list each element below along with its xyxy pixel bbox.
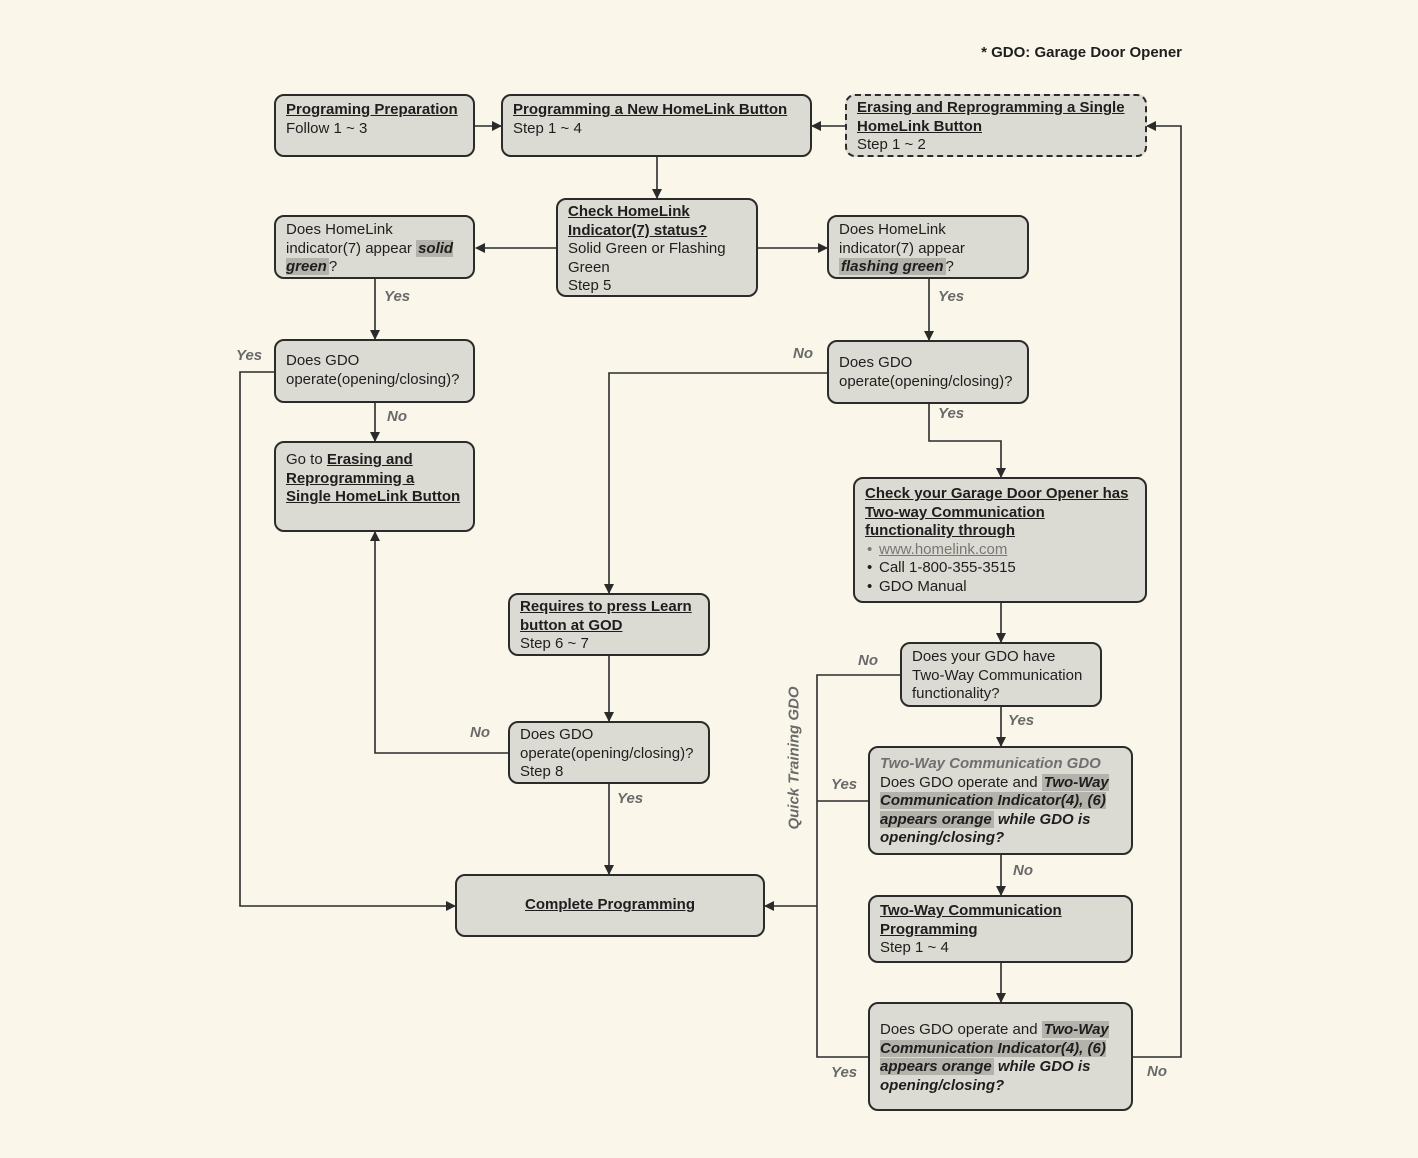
phone-number-item: Call 1-800-355-3515 [867,559,1135,578]
label-no-final: No [1147,1063,1167,1080]
box-link-text: Erasing and Reprogramming a Single HomeL… [286,451,461,506]
label-yes-gdo-right: Yes [938,405,965,422]
arrow-gdo-yes-to-complete [239,371,456,911]
box-title: Erasing and Reprogramming a Single HomeL… [857,99,1125,135]
label-yes-step8: Yes [617,790,644,807]
label-no-two-way-gdo: No [1013,862,1033,879]
box-text: Does HomeLink indicator(7) appear [839,221,965,257]
box-title: Complete Programming [524,896,696,914]
box-text: Does GDO operate and [880,1021,1042,1038]
box-highlight: flashing green [839,258,946,276]
box-programming-preparation: Programing Preparation Follow 1 ~ 3 [274,94,475,157]
gdo-manual-item: GDO Manual [867,578,1135,597]
arrow-step8-no-to-goto [370,531,508,754]
label-yes-flashing: Yes [938,288,965,305]
box-two-way-gdo: Two-Way Communication GDO Does GDO opera… [868,746,1133,855]
box-step: Step 1 ~ 4 [513,119,582,137]
homelink-website-link[interactable]: www.homelink.com [867,541,1135,560]
label-no-gdo-left: No [387,408,407,425]
box-text: Does GDO operate(opening/closing)? [520,726,694,762]
box-text: Go to [286,451,327,468]
box-erase-reprogram: Erasing and Reprogramming a Single HomeL… [845,94,1147,157]
label-yes-gdo-left: Yes [236,347,263,364]
box-text: Does GDO operate(opening/closing)? [839,354,1013,390]
box-gdo-operate-right: Does GDO operate(opening/closing)? [827,340,1029,404]
box-text: Solid Green or Flashing Green [568,240,726,276]
box-programming-new-button: Programming a New HomeLink Button Step 1… [501,94,812,157]
label-yes-have-two-way: Yes [1008,712,1035,729]
label-no-have-two-way: No [858,652,878,669]
label-yes-final: Yes [831,1064,858,1081]
box-step: Follow 1 ~ 3 [286,119,368,137]
box-title: Programming a New HomeLink Button [513,101,788,118]
box-step: Step 1 ~ 2 [857,136,926,154]
box-complete-programming: Complete Programming [455,874,765,937]
label-yes-solid: Yes [384,288,411,305]
box-subtitle: Two-Way Communication GDO [880,755,1101,772]
box-step: Step 1 ~ 4 [880,939,949,957]
box-flashing-green: Does HomeLink indicator(7) appear flashi… [827,215,1029,279]
box-gdo-operate-left: Does GDO operate(opening/closing)? [274,339,475,403]
box-two-way-programming: Two-Way Communication Programming Step 1… [868,895,1133,963]
box-have-two-way: Does your GDO have Two-Way Communication… [900,642,1102,707]
box-text-end: ? [328,258,338,276]
label-quick-training-gdo: Quick Training GDO [785,686,803,830]
gdo-footnote: * GDO: Garage Door Opener [981,44,1182,61]
box-title: Check HomeLink Indicator(7) status? [568,203,708,239]
box-step: Step 5 [568,277,612,295]
box-title: Requires to press Learn button at GOD [520,598,692,634]
box-text-end: while GDO is opening/closing? [880,1058,1091,1094]
box-title: Two-Way Communication Programming [880,902,1062,938]
label-no-step8: No [470,724,490,741]
box-text: Does GDO operate(opening/closing)? [286,352,460,388]
box-text: Does HomeLink indicator(7) appear [286,221,417,257]
label-yes-two-way-gdo: Yes [831,776,858,793]
box-title: Programing Preparation [286,101,458,118]
box-text: Does GDO operate and [880,773,1042,791]
box-check-opener: Check your Garage Door Opener has Two-wa… [853,477,1147,603]
box-text-end: while GDO is opening/closing? [880,810,1091,847]
box-text: Does your GDO have Two-Way Communication… [912,648,1083,703]
box-title: Check your Garage Door Opener has Two-wa… [865,485,1129,540]
box-step: Step 8 [520,763,564,781]
box-step: Step 6 ~ 7 [520,635,589,653]
box-goto-erase: Go to Erasing and Reprogramming a Single… [274,441,475,532]
box-check-indicator: Check HomeLink Indicator(7) status? Soli… [556,198,758,297]
box-two-way-final-check: Does GDO operate and Two-Way Communicati… [868,1002,1133,1111]
box-text-end: ? [945,258,954,276]
arrow-gdo-no-to-learn [604,372,828,594]
box-solid-green: Does HomeLink indicator(7) appear solid … [274,215,475,279]
box-press-learn: Requires to press Learn button at GOD St… [508,593,710,656]
label-no-gdo-right: No [793,345,813,362]
arrow-final-no-to-erase [1132,121,1182,1058]
box-gdo-operate-step8: Does GDO operate(opening/closing)? Step … [508,721,710,784]
line-have-no-to-bus [816,674,900,1058]
arrow-gdo-yes-to-opener [928,404,1006,478]
